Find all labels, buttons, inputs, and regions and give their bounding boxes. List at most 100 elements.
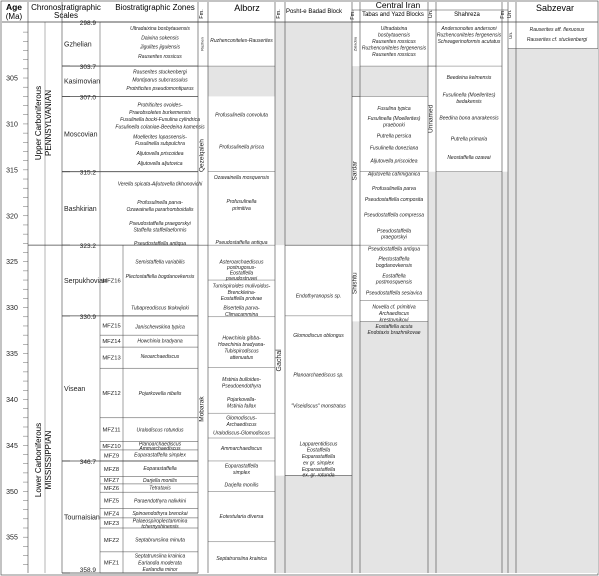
alborz-zone-label: Profusulinella xyxy=(226,199,256,205)
stage-label: Serpukhovian xyxy=(64,278,107,285)
stage-label: Kasimovian xyxy=(64,79,100,86)
alborz-zone-label: Mstinia bulloides- xyxy=(222,377,261,383)
mfz-label: MFZ12 xyxy=(102,391,120,397)
mfz-label: MFZ16 xyxy=(102,279,120,285)
age-unit-header: (Ma) xyxy=(6,12,23,21)
age-tick-label: 355 xyxy=(6,535,18,542)
age-tick-label: 320 xyxy=(6,213,18,220)
biozone-label: Semistaffella variabilis xyxy=(135,259,185,265)
alborz-zone-label: Turnispiroides mulivoidus- xyxy=(213,283,271,289)
un-header-sabzevar: Un. xyxy=(507,9,513,18)
alborz-zone-label: pseudostruvei xyxy=(225,276,258,282)
pennsylvanian-label: PENNSYLVANIAN xyxy=(44,90,53,156)
biozone-label: Eoparastaffella xyxy=(143,466,177,472)
alborz-formation-label: Mobarak xyxy=(199,396,206,422)
sabzevar-zone-label: Rauserites aff. flexuosus xyxy=(530,27,585,33)
sabzevar-header: Sabzevar xyxy=(536,3,574,13)
age-tick-label: 335 xyxy=(6,351,18,358)
biozone-label: Ultradaixina bosbytauensis xyxy=(130,26,190,32)
tabas-zone-label: Pseudostaffella composita xyxy=(365,197,424,203)
stage-label: Bashkirian xyxy=(64,206,97,213)
tabas-formation-label: Shishtu xyxy=(352,272,359,294)
shahreza-zone-label: Andersonoites andersoni xyxy=(440,26,497,32)
gap-shahreza-lower xyxy=(428,171,508,573)
biozone-label: Moellerites lopasnensis- xyxy=(133,135,187,141)
mfz-label: MFZ13 xyxy=(102,356,120,362)
alborz-zone-label: Eostaffella xyxy=(230,271,254,277)
mfz-label: MFZ2 xyxy=(104,538,119,544)
poshte-header: Posht-e Badad Block xyxy=(286,9,343,15)
tabas-zone-label: praegorskyi xyxy=(380,235,408,241)
age-header: Age xyxy=(6,2,22,12)
fm-header-poshte: Fm. xyxy=(276,9,282,19)
mfz-label: MFZ14 xyxy=(102,339,121,345)
age-tick-label: 310 xyxy=(6,121,18,128)
alborz-zone-label: Tubispirodiscus xyxy=(224,349,259,355)
biozone-label: Janischewskina typica xyxy=(134,325,185,331)
biozone-label: Fusulinella subpulchra xyxy=(135,141,185,147)
biozone-label: Protriticites ovoides- xyxy=(137,102,182,108)
boundary-age-label: 315.2 xyxy=(80,170,97,177)
alborz-zone-label: Pseudostaffella antiqua xyxy=(216,240,268,246)
poshte-zone-label: Eoparastaffella xyxy=(302,454,336,460)
age-tick-label: 305 xyxy=(6,76,18,83)
biozone-label: Earlandia minor xyxy=(142,567,177,573)
biozone-label: Pojarkovella nibelis xyxy=(139,391,182,397)
tabas-zone-label: Putrella persica xyxy=(377,134,412,140)
alborz-zone-label: simplex xyxy=(233,470,250,476)
tabas-zone-label: Eostaffella acuta xyxy=(376,324,413,330)
poshte-zone-label: ex. gr. rotunda xyxy=(302,473,334,479)
mfz-label: MFZ3 xyxy=(104,521,119,527)
age-tick-label: 350 xyxy=(6,489,18,496)
biozone-label: Ammarchaediscus xyxy=(138,446,181,452)
biozone-label: Praeobsoletes burkemensis xyxy=(129,110,191,116)
tabas-zone-label: Archaediscus xyxy=(378,311,410,317)
boundary-age-label: 323.2 xyxy=(80,243,97,250)
stage-label: Moscovian xyxy=(64,132,98,139)
alborz-zone-label: Bisertella parva- xyxy=(223,305,259,311)
alborz-zone-label: Howchinia bradyana- xyxy=(218,342,265,348)
biozone-label: Plectostaffella bogdanovkensis xyxy=(126,274,195,280)
gap-poshte-lower xyxy=(275,475,352,573)
age-tick-label: 345 xyxy=(6,443,18,450)
biozone-label: Palaeospiroplectammina xyxy=(133,518,188,524)
alborz-zone-label: Ammarchaediscus xyxy=(220,446,263,452)
biozone-label: Tubapreodiscus tkokwjicki xyxy=(131,305,190,311)
alborz-formation-label: Ruzhen xyxy=(200,37,205,51)
alborz-zone-label: Climacammina xyxy=(225,312,258,318)
biozone-label: Pseudostaffella antiqua xyxy=(134,241,186,247)
alborz-zone-label: primitiva xyxy=(231,206,251,212)
gap-tabas-lower xyxy=(352,321,428,573)
biozone-label: Aljutovella priscoidea xyxy=(136,151,184,157)
alborz-zone-label: Howchinia gibba- xyxy=(222,336,261,342)
tabas-zone-label: Ruzhenconiteles fergenensis xyxy=(362,46,427,52)
boundary-age-label: 330.9 xyxy=(80,314,97,321)
shahreza-zone-label: Putrella primaria xyxy=(451,136,488,142)
biozone-label: Tetrataxis xyxy=(149,485,171,491)
sabzevar-formation-label: Un. xyxy=(508,32,513,39)
alborz-zone-label: Profusulinella prisca xyxy=(219,145,264,151)
biozone-label: Uralodiscus rotundus xyxy=(137,428,184,434)
stage-label: Visean xyxy=(64,386,85,393)
tabas-zone-label: postmosquensis xyxy=(375,280,413,286)
shahreza-zone-label: Neostaffella ozawai xyxy=(447,155,491,161)
alborz-zone-label: Eoparastaffella xyxy=(225,463,259,469)
biozone-label: Ozawainella pararhomboidalis xyxy=(127,207,194,213)
biozone-label: Septatrunsiina krainica xyxy=(135,553,186,559)
alborz-zone-label: Pojarkovella- xyxy=(227,397,256,403)
fm-header-alborz: Fm. xyxy=(199,9,205,19)
alborz-zone-label: Ozawainella mosquensis xyxy=(214,175,270,181)
shahreza-zone-label: Beedina bona anarakensis xyxy=(439,115,499,121)
gap-alborz xyxy=(208,66,275,97)
gap-tabas-kasimovian xyxy=(352,66,428,97)
shahreza-formation-label: Unnamed xyxy=(428,104,435,133)
boundary-age-label: 303.7 xyxy=(80,64,97,71)
shahreza-zone-label: Ruzhenconiteles fergenensis xyxy=(437,33,502,39)
biozone-label: Protriticites pseudomontiparus xyxy=(126,86,194,92)
biozone-label: Eoparastaffella simplex xyxy=(134,452,186,458)
biozone-label: Jigulites jigulensis xyxy=(139,45,181,51)
poshte-zone-label: "Viseidiscus" monstratus xyxy=(291,404,346,410)
alborz-zone-label: Mstinia fallax xyxy=(227,404,256,410)
